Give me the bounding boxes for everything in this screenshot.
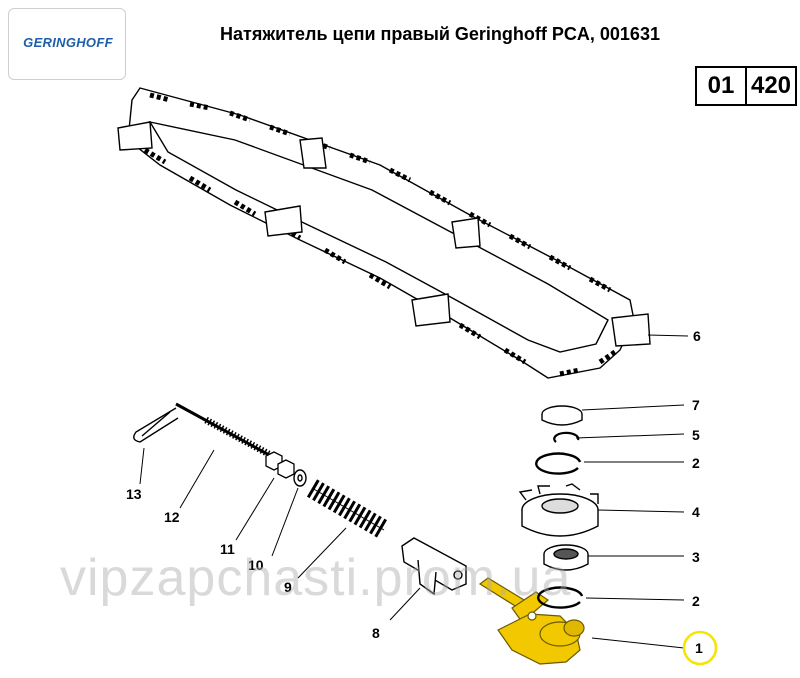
small-circlip bbox=[553, 431, 580, 443]
callout-2-lower: 2 bbox=[692, 593, 700, 609]
catalog-code-group: 01 bbox=[707, 72, 735, 99]
callout-10: 10 bbox=[248, 557, 264, 573]
watermark: vipzapchasti.prom.ua bbox=[60, 549, 572, 607]
geringhoff-logo: GERINGHOFF bbox=[23, 35, 113, 50]
bracket-plate bbox=[401, 537, 467, 596]
nuts bbox=[265, 451, 295, 479]
compression-spring bbox=[306, 479, 390, 539]
large-circlip-lower bbox=[537, 586, 584, 609]
callout-6: 7 bbox=[692, 397, 700, 413]
callout-7: 6 bbox=[693, 328, 701, 344]
catalog-code-page: 420 bbox=[745, 68, 795, 104]
threaded-rod bbox=[175, 402, 283, 464]
callout-5: 5 bbox=[692, 427, 700, 443]
cotter-pin bbox=[133, 407, 179, 443]
callout-11: 11 bbox=[220, 541, 235, 557]
callout-3: 3 bbox=[692, 549, 700, 565]
sprocket bbox=[518, 483, 599, 537]
page-title: Натяжитель цепи правый Geringhoff PCA, 0… bbox=[220, 24, 660, 44]
callout-12: 12 bbox=[164, 509, 180, 525]
chain-assembly bbox=[117, 87, 651, 379]
callout-8: 8 bbox=[372, 625, 380, 641]
washer bbox=[293, 469, 307, 487]
bearing bbox=[543, 544, 589, 571]
callout-13: 13 bbox=[126, 486, 142, 502]
large-circlip-upper bbox=[535, 452, 582, 475]
logo-box: GERINGHOFF bbox=[8, 8, 126, 80]
tensioner-shaft bbox=[478, 577, 585, 665]
callout-highlight-circle bbox=[682, 630, 718, 666]
catalog-code-box: 01 420 bbox=[695, 66, 797, 106]
callout-4: 4 bbox=[692, 504, 700, 520]
end-cap bbox=[541, 405, 583, 426]
callout-2-upper: 2 bbox=[692, 455, 700, 471]
callout-9: 9 bbox=[284, 579, 292, 595]
callout-1: 1 bbox=[695, 640, 703, 656]
